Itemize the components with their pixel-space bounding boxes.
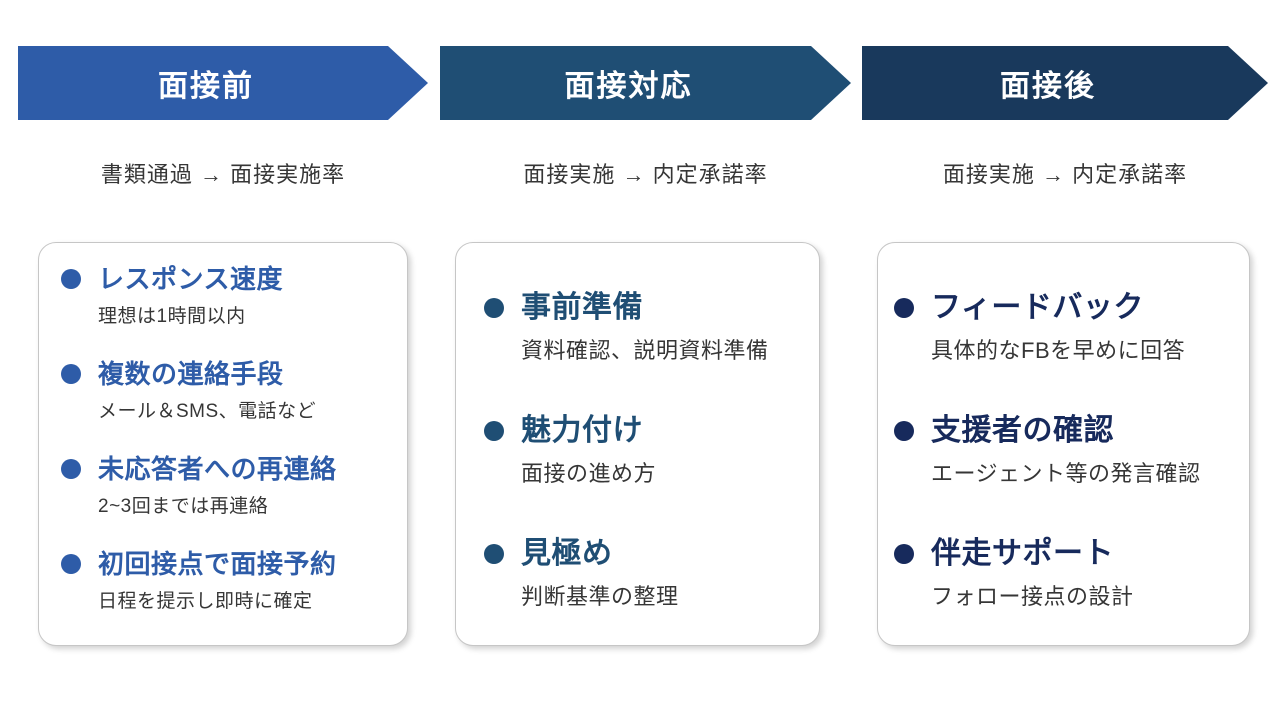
list-item: 伴走サポート フォロー接点の設計 (894, 535, 1239, 612)
list-item-text: フィードバック 具体的なFBを早めに回答 (931, 289, 1185, 366)
list-item-text: 魅力付け 面接の進め方 (521, 412, 656, 489)
item-description: 具体的なFBを早めに回答 (931, 338, 1186, 363)
list-item: 未応答者への再連絡 2~3回までは再連絡 (61, 452, 395, 520)
item-description: 判断基準の整理 (521, 584, 679, 609)
list-item-text: 未応答者への再連絡 2~3回までは再連絡 (98, 452, 337, 520)
item-description: 日程を提示し即時に確定 (98, 591, 313, 612)
phase-card-after-interview: フィードバック 具体的なFBを早めに回答 支援者の確認 エージェント等の発言確認… (877, 242, 1250, 646)
list-item-text: 支援者の確認 エージェント等の発言確認 (931, 412, 1201, 489)
item-title: レスポンス速度 (98, 264, 283, 294)
item-description: 面接の進め方 (521, 461, 657, 486)
list-item: 初回接点で面接予約 日程を提示し即時に確定 (61, 547, 395, 615)
metric-label-during-interview: 面接実施 → 内定承諾率 (523, 162, 768, 187)
list-item: レスポンス速度 理想は1時間以内 (61, 262, 395, 330)
list-item: 魅力付け 面接の進め方 (484, 412, 809, 489)
bullet-icon (484, 421, 504, 441)
item-title: 未応答者への再連絡 (98, 454, 337, 484)
phase-card-during-interview: 事前準備 資料確認、説明資料準備 魅力付け 面接の進め方 見極め 判断基準の整理 (455, 242, 820, 646)
list-item-text: 伴走サポート フォロー接点の設計 (931, 535, 1134, 612)
phase-arrow-label: 面接後 (1000, 70, 1096, 103)
phase-card-before-interview: レスポンス速度 理想は1時間以内 複数の連絡手段 メール＆SMS、電話など 未応… (38, 242, 408, 646)
item-description: 理想は1時間以内 (98, 306, 246, 327)
list-item-text: 事前準備 資料確認、説明資料準備 (521, 289, 769, 366)
item-title: 支援者の確認 (931, 414, 1114, 447)
list-item: 見極め 判断基準の整理 (484, 535, 809, 612)
phase-arrow-during-interview: 面接対応 (440, 46, 851, 120)
item-description: 2~3回までは再連絡 (98, 496, 269, 517)
item-description: フォロー接点の設計 (931, 584, 1134, 609)
list-item: 複数の連絡手段 メール＆SMS、電話など (61, 357, 395, 425)
bullet-icon (894, 544, 914, 564)
item-title: 伴走サポート (931, 537, 1114, 570)
phase-arrow-label: 面接前 (158, 70, 254, 103)
item-title: 初回接点で面接予約 (98, 549, 337, 579)
list-item-text: 見極め 判断基準の整理 (521, 535, 679, 612)
bullet-icon (894, 298, 914, 318)
item-description: エージェント等の発言確認 (931, 461, 1201, 486)
bullet-icon (61, 364, 81, 384)
list-item-text: レスポンス速度 理想は1時間以内 (98, 262, 283, 330)
list-item-text: 複数の連絡手段 メール＆SMS、電話など (98, 357, 316, 425)
phase-arrow-label: 面接対応 (564, 70, 693, 103)
item-title: 魅力付け (521, 414, 643, 447)
item-title: 見極め (521, 537, 613, 570)
item-title: フィードバック (931, 291, 1144, 324)
bullet-icon (61, 554, 81, 574)
item-title: 事前準備 (521, 291, 643, 324)
list-item-text: 初回接点で面接予約 日程を提示し即時に確定 (98, 547, 337, 615)
list-item: フィードバック 具体的なFBを早めに回答 (894, 289, 1239, 366)
list-item: 事前準備 資料確認、説明資料準備 (484, 289, 809, 366)
item-description: 資料確認、説明資料準備 (521, 338, 769, 363)
item-description: メール＆SMS、電話など (98, 401, 317, 422)
item-title: 複数の連絡手段 (98, 359, 284, 389)
phase-arrow-before-interview: 面接前 (18, 46, 428, 120)
metric-label-after-interview: 面接実施 → 内定承諾率 (942, 162, 1188, 187)
metric-label-before-interview: 書類通過 → 面接実施率 (100, 162, 346, 187)
bullet-icon (894, 421, 914, 441)
bullet-icon (61, 269, 81, 289)
list-item: 支援者の確認 エージェント等の発言確認 (894, 412, 1239, 489)
bullet-icon (61, 459, 81, 479)
phase-arrow-after-interview: 面接後 (862, 46, 1268, 120)
bullet-icon (484, 298, 504, 318)
bullet-icon (484, 544, 504, 564)
